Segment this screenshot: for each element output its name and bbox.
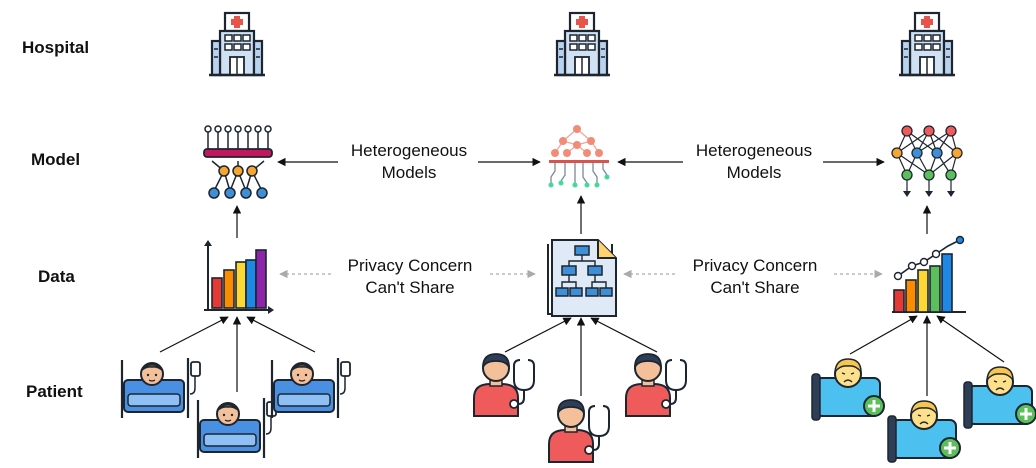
hospital-icon-left xyxy=(207,11,267,77)
data-icon-left xyxy=(204,240,274,314)
model-icon-right xyxy=(891,125,963,197)
sick-patient-icon-1 xyxy=(810,357,886,422)
doctor-icon-3 xyxy=(625,353,687,417)
doctor-icon-2 xyxy=(548,399,610,463)
arrow-patient-to-data-c3 xyxy=(590,317,658,353)
row-label-data: Data xyxy=(38,267,75,286)
model-edge-label-right-line2: Models xyxy=(727,163,782,182)
hospital-icon-center xyxy=(552,11,612,77)
data-icon-right xyxy=(892,235,966,313)
data-edge-label-right-line2: Can't Share xyxy=(710,278,799,297)
data-edge-label-right-line1: Privacy Concern xyxy=(693,256,818,275)
model-edge-label-right-line1: Heterogeneous xyxy=(696,141,812,160)
patient-icon-left-2 xyxy=(196,396,278,460)
hospital-icon-right xyxy=(897,11,957,77)
model-icon-center xyxy=(548,125,610,188)
row-label-model: Model xyxy=(31,150,80,169)
arrow-patient-to-data-r3 xyxy=(936,315,1005,363)
row-label-hospital: Hospital xyxy=(22,38,89,57)
data-icon-center xyxy=(547,239,617,317)
doctor-icon-1 xyxy=(473,353,535,417)
model-icon-left xyxy=(203,125,273,199)
arrow-patient-to-data-c1 xyxy=(504,317,572,353)
arrow-patient-to-data-l1 xyxy=(159,316,229,353)
sick-patient-icon-2 xyxy=(886,399,962,464)
model-edge-label-left-line2: Models xyxy=(382,163,437,182)
sick-patient-icon-3 xyxy=(962,365,1036,430)
arrow-patient-to-data-l3 xyxy=(246,316,316,353)
data-edge-label-left-line2: Can't Share xyxy=(365,278,454,297)
patient-icon-left-3 xyxy=(270,356,352,420)
patient-icon-left-1 xyxy=(120,356,202,420)
arrow-patient-to-data-r1 xyxy=(849,315,918,355)
model-edge-label-left-line1: Heterogeneous xyxy=(351,141,467,160)
row-label-patient: Patient xyxy=(26,382,83,401)
data-edge-label-left-line1: Privacy Concern xyxy=(348,256,473,275)
